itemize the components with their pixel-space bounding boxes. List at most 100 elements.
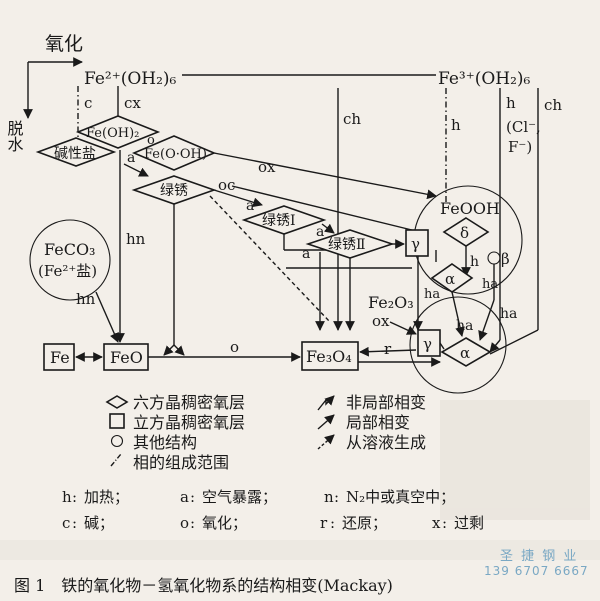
node-fe2-salt: (Fe²⁺盐) <box>38 262 97 280</box>
connector-ox-gamma <box>389 321 417 335</box>
connector-feco3-feo <box>95 291 119 343</box>
edge-label-hn1: hn <box>126 230 146 248</box>
legend-range-icon <box>110 453 122 467</box>
connector-dashed-fe3o4 <box>209 195 331 323</box>
connector-fork-left <box>163 344 175 356</box>
abbr-c-colon: : <box>72 514 77 532</box>
legend-nonlocal-icon <box>317 395 335 411</box>
connector-ox-feooh <box>213 152 437 200</box>
legend-local-label: 局部相变 <box>346 413 410 432</box>
abbr-n-key: n <box>324 488 334 506</box>
edge-label-ch-right: ch <box>544 96 562 114</box>
legend-nonlocal-label: 非局部相变 <box>346 393 426 412</box>
edge-label-c: c <box>84 94 92 112</box>
legend: 六方晶稠密氧层 立方晶稠密氧层 其他结构 相的组成范围 非局部相变 局部相变 从… <box>105 393 426 472</box>
node-fe3-oh2-6: Fe³⁺(OH₂)₆ <box>438 69 531 89</box>
abbr-h-text: 加热； <box>84 488 129 506</box>
edge-label-a2: a <box>246 198 254 214</box>
edge-label-o-bottom: o <box>230 338 239 356</box>
node-basic-salt: 碱性盐 <box>54 146 96 162</box>
node-fe3o4-shape <box>301 341 359 371</box>
node-fe-shape <box>43 343 75 371</box>
node-alpha-upper: α <box>445 270 455 288</box>
legend-range-label: 相的组成范围 <box>133 453 229 472</box>
edge-label-a3: a <box>316 224 324 240</box>
edge-label-h-delta: h <box>470 254 479 270</box>
legend-other-icon <box>110 434 124 448</box>
node-fe3o4: Fe₃O₄ <box>306 347 352 366</box>
abbr-h-key: h <box>62 488 72 506</box>
connector-oc <box>231 185 421 233</box>
connector-a-greenrust <box>123 163 149 177</box>
node-fe-o-oh-shape <box>131 135 217 171</box>
edge-label-h-right: h <box>506 94 516 112</box>
node-feo: FeO <box>110 348 143 367</box>
edge-label-ha3: ha <box>500 306 517 322</box>
abbr-r-text: 还原； <box>342 514 387 532</box>
node-green-rust: 绿锈 <box>160 183 188 199</box>
abbr-r-colon: : <box>330 514 335 532</box>
connector-ch-alpha <box>489 329 539 355</box>
node-alpha-lower: α <box>460 344 470 362</box>
background-ghost-text <box>0 400 600 560</box>
node-delta: δ <box>460 224 469 242</box>
abbr-n-colon: : <box>334 488 339 506</box>
node-fe-o-oh: Fe(O·OH) <box>144 147 207 162</box>
feco3-circle <box>29 219 111 301</box>
legend-cubic-icon <box>109 413 125 429</box>
abbr-o-text: 氧化； <box>202 514 247 532</box>
node-feooh: FeOOH <box>440 199 500 218</box>
node-fe2-oh2-6: Fe²⁺(OH₂)₆ <box>84 69 177 89</box>
connector-gamma-alpha-lower <box>439 342 445 350</box>
abbr-o-key: o <box>180 514 189 532</box>
node-fe-oh-2-shape <box>75 115 161 149</box>
edge-label-oc: oc <box>218 176 235 194</box>
edge-label-h-fe3: h <box>451 116 461 134</box>
node-green-rust-2: 绿锈Ⅱ <box>328 237 366 253</box>
abbr-c-text: 碱； <box>84 514 114 532</box>
node-basic-salt-shape <box>35 137 117 167</box>
legend-solution-icon <box>317 434 335 450</box>
node-alpha-lower-shape <box>440 337 492 367</box>
node-beta: β <box>501 250 510 268</box>
abbr-a-text: 空气暴露； <box>202 488 277 506</box>
node-gamma-upper: γ <box>411 235 420 253</box>
connector-alpha-alpha <box>451 291 465 337</box>
node-green-rust-1: 绿锈Ⅰ <box>262 213 296 229</box>
abbr-o-colon: : <box>190 514 195 532</box>
connector-gr1-gr2 <box>321 223 335 234</box>
node-gamma-lower: γ <box>423 335 432 353</box>
abbreviations: h : 加热； a : 空气暴露； n : N₂中或真空中； c : 碱； o … <box>62 488 484 532</box>
node-gamma-upper-shape <box>405 229 429 257</box>
edge-label-o-upper: o <box>147 133 155 148</box>
connector-right-alpha <box>489 339 501 353</box>
connector-fork-right <box>173 344 185 356</box>
legend-local-icon <box>317 414 335 430</box>
watermark-phone: 139 6707 6667 <box>484 564 589 578</box>
axis-label-dehydration: 脱水 <box>5 120 24 152</box>
edge-label-ch-left: ch <box>343 110 361 128</box>
edge-label-hn2: hn <box>76 290 96 308</box>
connector-greenrust-gr1 <box>213 189 263 208</box>
node-beta-circle <box>487 251 501 265</box>
legend-hex-label: 六方晶稠密氧层 <box>133 393 245 412</box>
abbr-x-colon: : <box>442 514 447 532</box>
axis-label-oxidation: 氧化 <box>45 33 83 55</box>
abbr-x-text: 过剩 <box>454 514 484 532</box>
abbr-h-colon: : <box>72 488 77 506</box>
edge-label-cl: (Cl⁻, <box>506 118 541 136</box>
edge-label-ox1: ox <box>258 158 276 176</box>
node-feco3: FeCO₃ <box>44 240 95 259</box>
figure-caption: 图 1 铁的氧化物－氢氧化物系的结构相变(Mackay) <box>14 576 393 595</box>
abbr-x-key: x <box>432 514 441 532</box>
edge-label-a4: a <box>302 246 310 262</box>
edge-label-ha1: ha <box>424 287 440 302</box>
edge-label-r: r <box>384 340 392 358</box>
abbr-c-key: c <box>62 514 70 532</box>
legend-cubic-label: 立方晶稠密氧层 <box>133 413 245 432</box>
abbr-a-colon: : <box>190 488 195 506</box>
fe2o3-polymorph-circle <box>409 296 507 394</box>
edge-label-ha-beta: ha <box>482 277 498 292</box>
